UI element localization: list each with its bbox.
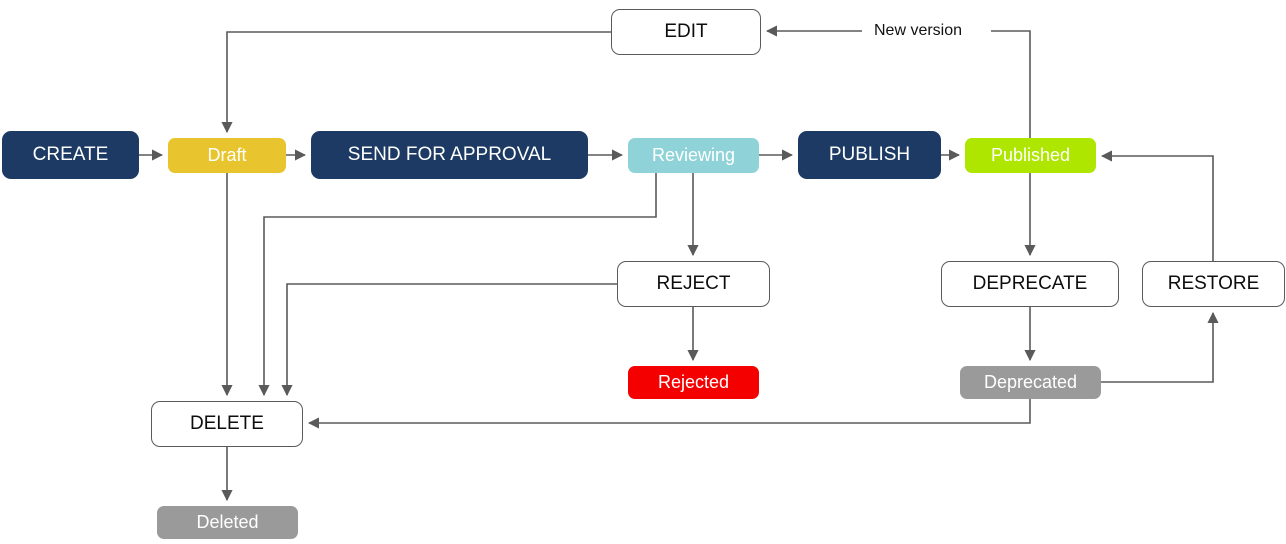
node-rejected[interactable]: Rejected	[628, 366, 759, 399]
edge-deprecated-delete	[307, 399, 1031, 429]
node-rejected-label: Rejected	[657, 371, 730, 392]
node-reject[interactable]: REJECT	[617, 261, 770, 307]
node-published-label: Published	[990, 144, 1071, 165]
node-reviewing-label: Reviewing	[651, 144, 736, 165]
node-send-for-approval[interactable]: SEND FOR APPROVAL	[311, 131, 588, 179]
node-draft[interactable]: Draft	[168, 138, 286, 173]
edge-deprecated-restore	[1101, 311, 1219, 383]
node-deprecate[interactable]: DEPRECATE	[941, 261, 1119, 307]
node-draft-label: Draft	[207, 144, 247, 165]
edge-edit-draft	[221, 31, 611, 134]
node-reviewing[interactable]: Reviewing	[628, 138, 759, 173]
node-restore-label: RESTORE	[1167, 272, 1260, 294]
node-edit[interactable]: EDIT	[611, 9, 761, 55]
node-delete-label: DELETE	[190, 412, 264, 434]
node-deleted[interactable]: Deleted	[157, 506, 298, 539]
node-publish[interactable]: PUBLISH	[798, 131, 941, 179]
node-delete[interactable]: DELETE	[151, 401, 303, 447]
node-publish-label: PUBLISH	[828, 143, 911, 165]
node-deprecated[interactable]: Deprecated	[960, 366, 1101, 399]
edge-reject-delete	[281, 283, 617, 397]
node-send-for-approval-label: SEND FOR APPROVAL	[347, 143, 552, 165]
node-create-label: CREATE	[32, 143, 109, 165]
node-deleted-label: Deleted	[196, 511, 259, 532]
node-deprecate-label: DEPRECATE	[972, 272, 1088, 294]
node-edit-label: EDIT	[664, 20, 708, 42]
edge-published-edit-seg1	[991, 30, 1031, 138]
node-create[interactable]: CREATE	[2, 131, 139, 179]
edge-restore-published	[1100, 150, 1214, 261]
edge-label-new-version: New version	[874, 22, 963, 39]
node-reject-label: REJECT	[656, 272, 731, 294]
node-restore[interactable]: RESTORE	[1142, 261, 1285, 307]
node-published[interactable]: Published	[965, 138, 1096, 173]
edge-reviewing-delete	[258, 173, 657, 397]
node-deprecated-label: Deprecated	[983, 371, 1078, 392]
